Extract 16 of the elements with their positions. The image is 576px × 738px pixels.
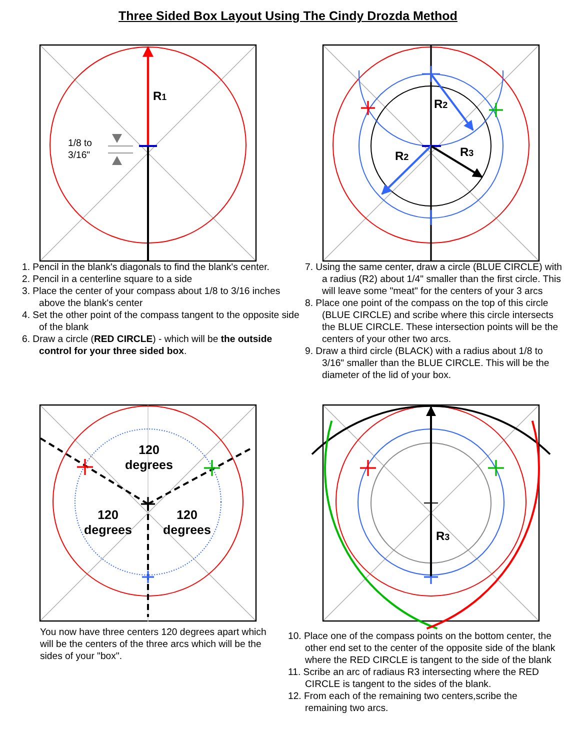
angle-label: 120 degrees	[83, 508, 133, 538]
step-text: 12. From each of the remaining two centers,scribe the remaining two arcs.	[288, 691, 518, 715]
step-text: 11. Scribe an arc of radiaus R3 intersecting where the RED CIRCLE is tangent to the sides of the blank.	[288, 667, 540, 691]
dimension-label: 1/8 to 3/16"	[68, 138, 94, 162]
angle-label: 120 degrees	[162, 508, 212, 538]
step-text: 10. Place one of the compass points on the bottom center, the other end set to the center of the opposite side of the blank where the RED CIRCLE is tangent to the side of the blank	[288, 631, 556, 667]
step-text: 6. Draw a circle (RED CIRCLE) - which will be the outside control for your three sided box.	[22, 334, 274, 358]
step-text: 7. Using the same center, draw a circle (BLUE CIRCLE) with a radius (R2) about 1/4" smaller than the first circle. This will leave some "meat" for the centers of your 3 arcs	[305, 262, 563, 298]
angle-label: 120 degrees	[124, 443, 174, 473]
step-text: 8. Place one point of the compass on the top of this circle (BLUE CIRCLE) and scribe where this circle intersects the BLUE CIRCLE. These intersection points will be the centers of your other two arcs.	[305, 298, 560, 346]
step-text: 2. Pencil in a centerline square to a side	[22, 274, 194, 286]
diagram-title: Three Sided Box Layout Using The Cindy Drozda Method	[118, 9, 458, 23]
note-text: You now have three centers 120 degrees apart which will be the centers of the three arcs which will be the sides of your "box".	[40, 627, 268, 663]
step-text: 3. Place the center of your compass about 1/8 to 3/16 inches above the blank's center	[22, 286, 282, 310]
step-text: 9. Draw a third circle (BLACK) with a radius about 1/8 to 3/16" smaller than the BLUE CIRCLE. This will be the diameter of the lid of your box.	[305, 346, 550, 382]
step-text: 1. Pencil in the blank's diagonals to find the blank's center.	[22, 262, 270, 274]
